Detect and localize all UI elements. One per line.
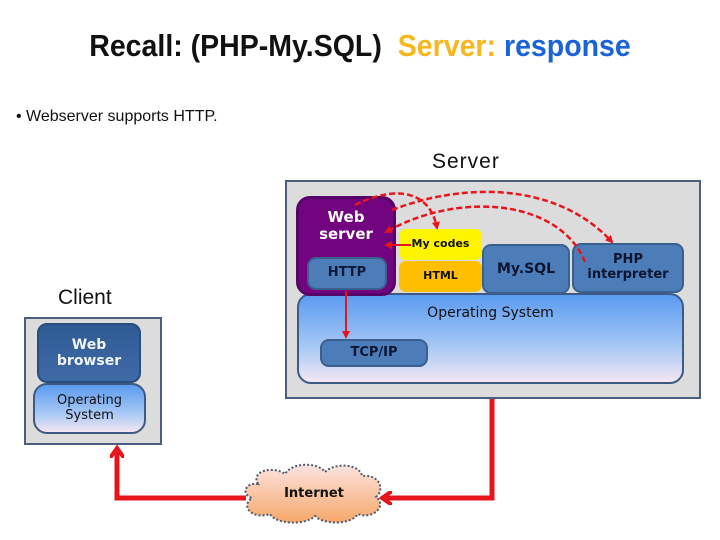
html-label: HTML <box>423 269 458 283</box>
title-part-response: response <box>503 28 631 63</box>
client-label: Client <box>58 286 112 309</box>
network-path-server-to-internet <box>386 399 495 498</box>
web-server-label: Web server <box>319 208 373 244</box>
flow-webserver-to-mycodes <box>354 192 440 230</box>
internet-label: Internet <box>284 486 344 501</box>
web-browser-label: Web browser <box>56 336 122 369</box>
server-os-box: Operating System <box>297 293 684 384</box>
my-codes-label: My codes <box>411 237 470 251</box>
mysql-box: My.SQL <box>482 244 570 294</box>
http-box: HTTP <box>307 257 387 290</box>
php-interpreter-box: PHP interpreter <box>572 243 684 293</box>
tcpip-box: TCP/IP <box>320 339 428 367</box>
tcpip-label: TCP/IP <box>350 344 398 360</box>
title-part-server: Server: <box>397 28 497 63</box>
internet-cloud-icon <box>244 463 382 524</box>
my-codes-box: My codes <box>399 229 482 260</box>
client-os-box: Operating System <box>33 383 146 434</box>
html-box: HTML <box>399 261 482 292</box>
slide-title: Recall: (PHP-My.SQL) Server: response <box>29 28 691 64</box>
server-os-label: Operating System <box>427 305 554 321</box>
flow-php-to-webserver <box>384 205 587 263</box>
bullet-item: • Webserver supports HTTP. <box>16 108 218 125</box>
web-browser-box: Web browser <box>37 323 141 383</box>
mysql-label: My.SQL <box>497 260 555 277</box>
server-label: Server <box>432 150 500 173</box>
title-part-recall: Recall: (PHP-My.SQL) <box>89 28 382 63</box>
http-label: HTTP <box>327 265 367 281</box>
flow-webserver-to-php <box>391 190 614 244</box>
php-label: PHP interpreter <box>587 252 669 282</box>
network-path-internet-to-client <box>117 452 246 501</box>
client-os-label: Operating System <box>57 392 122 423</box>
